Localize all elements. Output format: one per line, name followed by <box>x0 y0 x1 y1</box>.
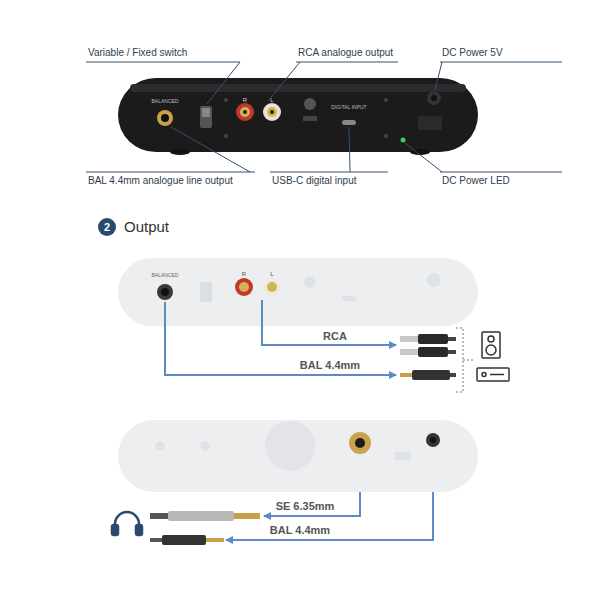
panel-marking: R <box>242 271 246 278</box>
device-rear-photo <box>118 78 478 155</box>
cable-label: BAL 4.4mm <box>270 524 330 537</box>
speaker-amp-icons <box>477 332 509 381</box>
step-number-circle: 2 <box>98 218 116 236</box>
cable-label: SE 6.35mm <box>276 500 335 513</box>
callout-text: BAL 4.4mm analogue line output <box>88 175 233 187</box>
rca-plugs <box>400 334 456 380</box>
callout-text: RCA analogue output <box>298 47 393 59</box>
faded-rear-panel <box>118 258 478 326</box>
callout-text: DC Power 5V <box>442 47 503 59</box>
bracket <box>456 328 474 392</box>
headphone-plugs <box>150 511 260 545</box>
step-number: 2 <box>104 221 110 233</box>
panel-marking: DIGITAL INPUT <box>331 105 366 111</box>
panel-marking: BALANCED <box>152 273 179 279</box>
panel-marking: L <box>270 271 273 278</box>
callout-text: Variable / Fixed switch <box>88 47 187 59</box>
panel-marking: R <box>243 97 247 104</box>
panel-marking: L <box>270 97 273 104</box>
section-heading: Output <box>124 218 169 235</box>
headphone-icon <box>112 512 142 535</box>
cable-label: BAL 4.4mm <box>300 359 360 372</box>
callout-text: USB-C digital input <box>272 175 356 187</box>
panel-marking: BALANCED <box>152 99 179 105</box>
cable-label: RCA <box>323 330 347 343</box>
callout-lines <box>86 62 562 172</box>
callout-text: DC Power LED <box>442 175 510 187</box>
faded-front-panel <box>118 420 478 492</box>
